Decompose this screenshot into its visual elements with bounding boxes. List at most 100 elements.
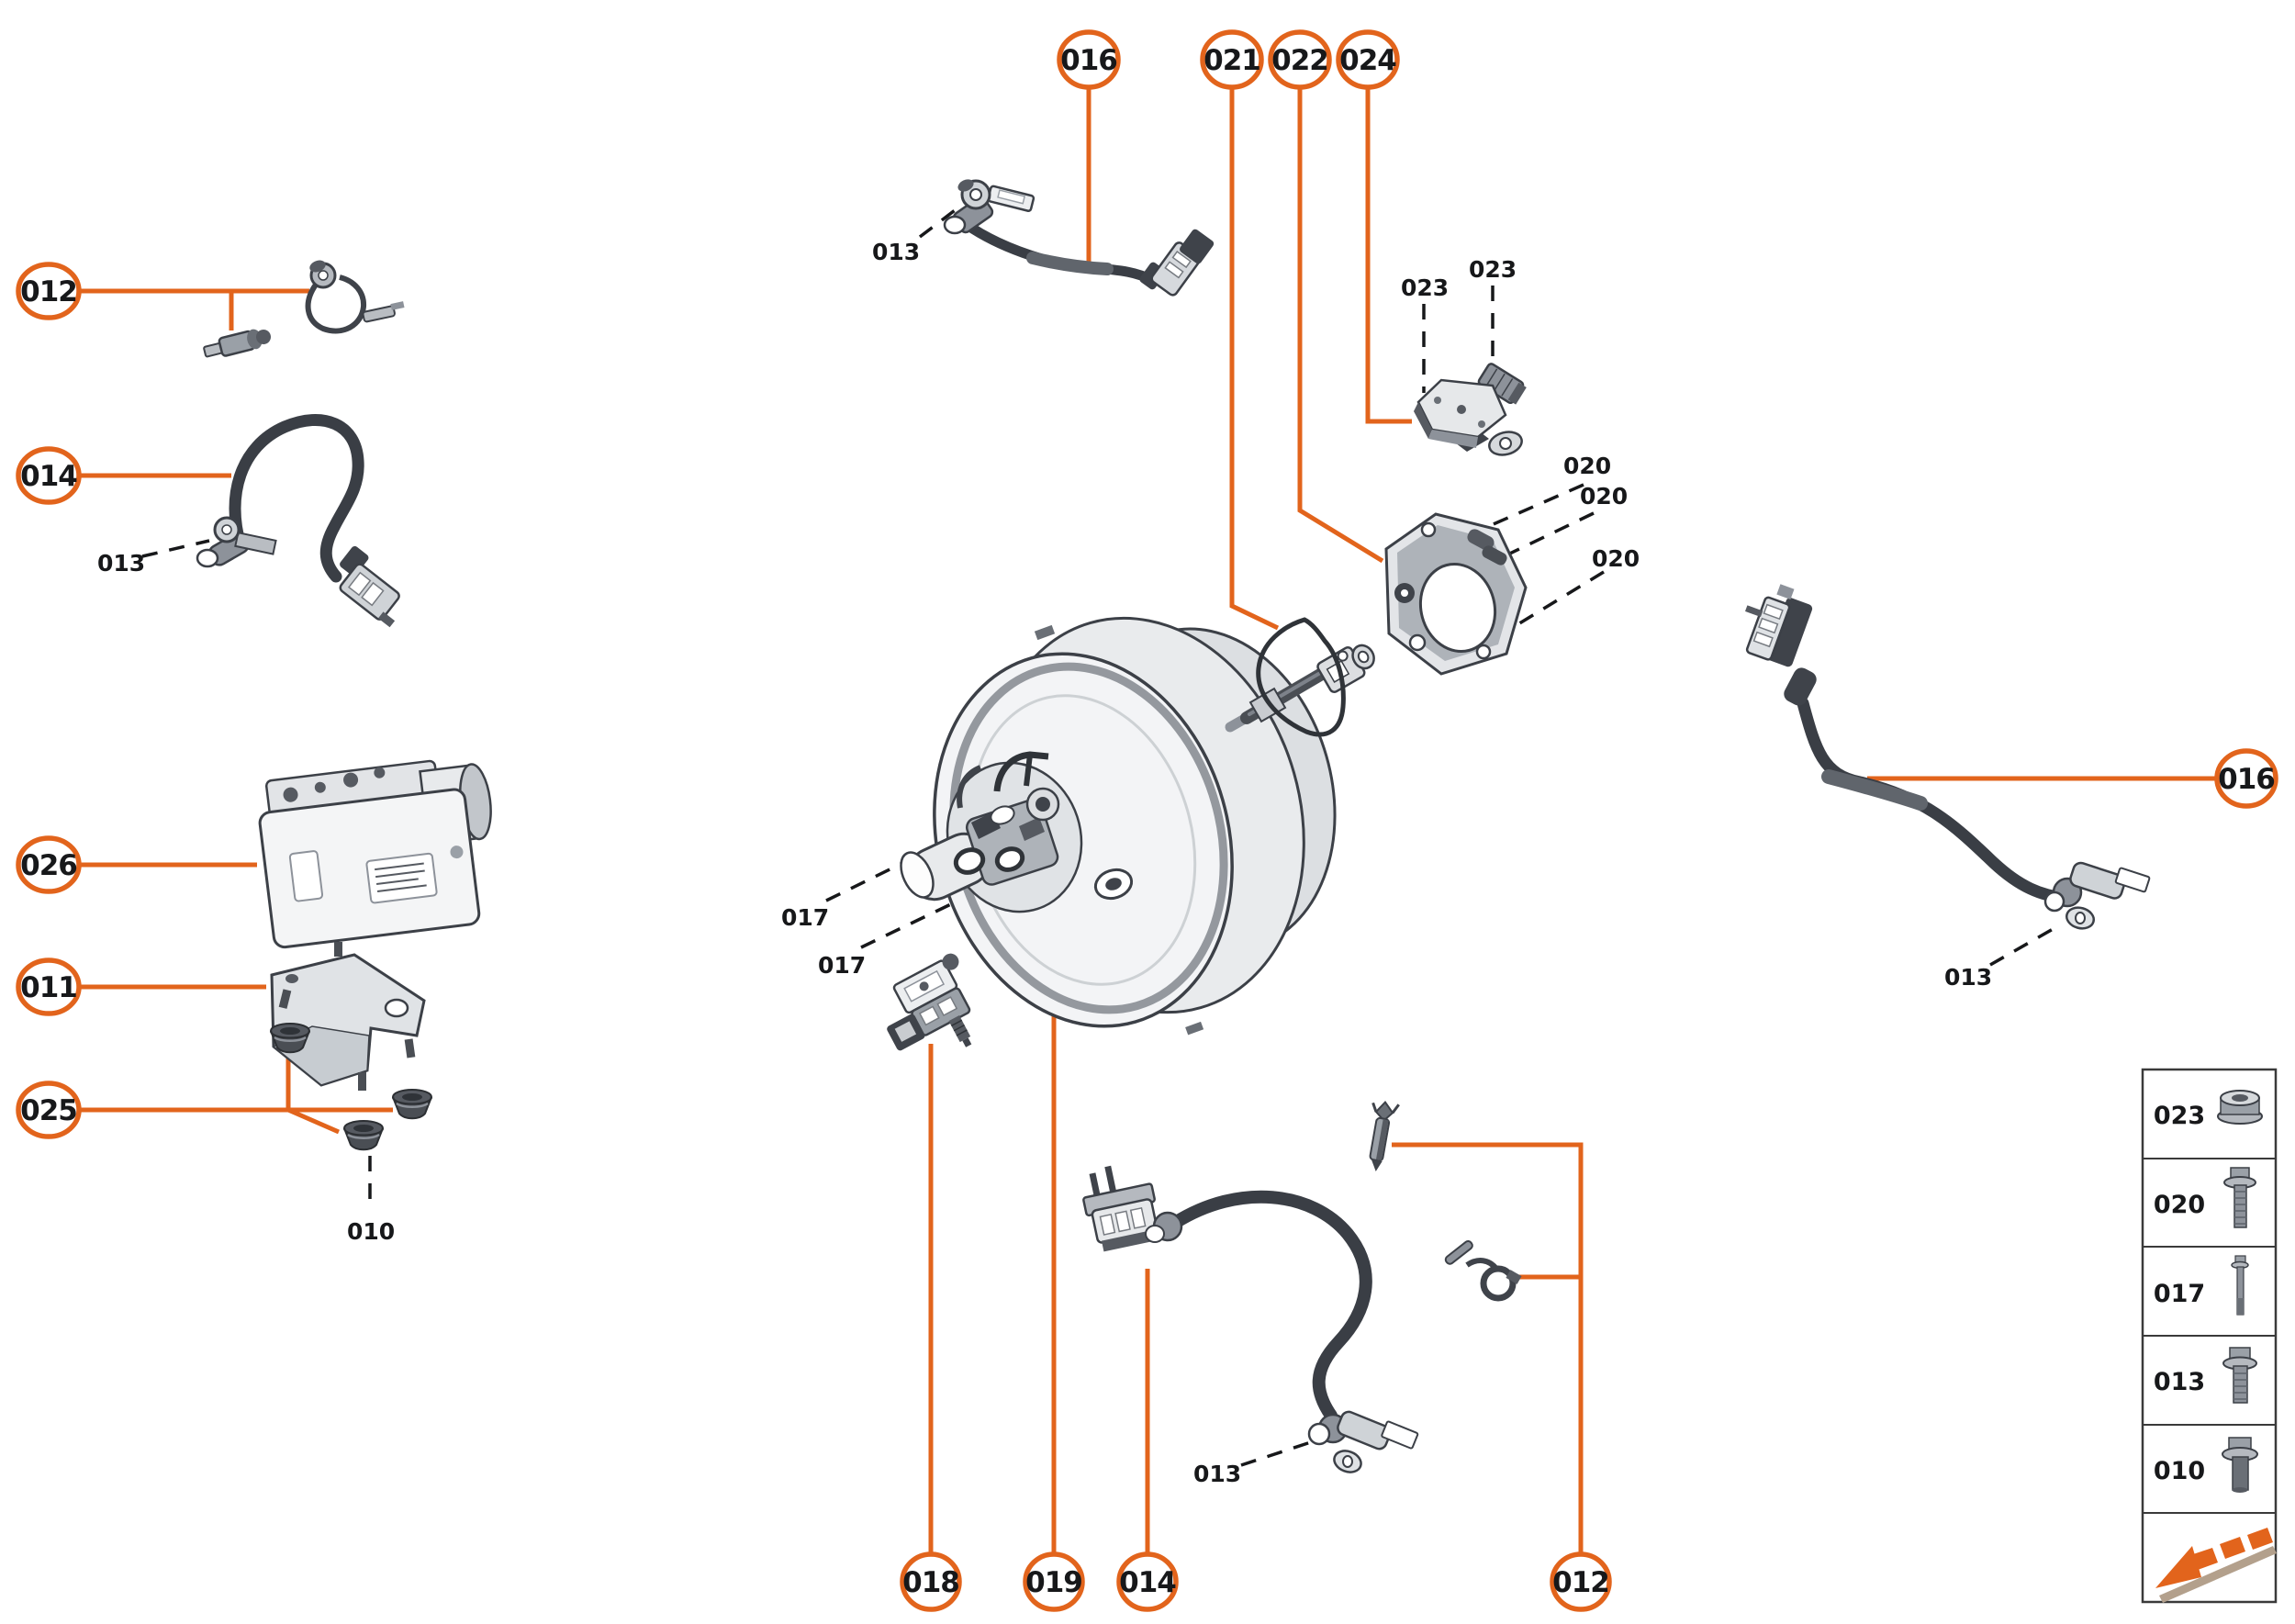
legend-row-013: 013 [2154,1347,2257,1404]
orange-leader-lines [79,87,2217,1553]
leader-025 [79,1056,393,1135]
callout-014-bottom[interactable]: 014 [1116,1551,1179,1612]
gasket-plate-illustration [1384,512,1528,676]
legend-row-020: 020 [2154,1167,2256,1228]
label-020-c: 020 [1592,545,1640,572]
legend-label: 020 [2154,1191,2205,1219]
legend-row-dividers [2143,1158,2276,1514]
callout-label: 018 [902,1566,959,1599]
callout-circle [16,446,82,505]
callout-024[interactable]: 024 [1336,29,1400,90]
legend-row-017: 017 [2154,1255,2249,1316]
stud-bolt-thin-icon [2231,1255,2249,1316]
abs-sensor-cable-left-illustration [196,414,400,628]
abs-sensor-cable-bottom-illustration [1082,1165,1419,1473]
label-013-left: 013 [97,550,145,577]
leader-012-left [79,288,309,330]
legend-row-010: 010 [2154,1437,2258,1493]
sensor-clip-012-illustration [305,260,405,334]
callout-016-top[interactable]: 016 [1057,29,1121,90]
label-013-top: 013 [872,239,920,265]
legend-label: 023 [2154,1102,2205,1130]
dashed-013-left [141,539,210,558]
dashed-020-a [1480,483,1584,532]
flange-bolt-long-icon [2223,1167,2256,1228]
flange-bolt-short-icon [2222,1437,2258,1493]
pin-sensor-012-illustration [203,329,272,358]
legend-row-023: 023 [2154,1090,2263,1130]
part-number-labels: 013 013 013 013 017 017 023 023 020 020 … [97,239,1992,1487]
callout-label: 014 [1119,1566,1176,1599]
callout-022[interactable]: 022 [1268,29,1332,90]
callout-025[interactable]: 025 [16,1081,82,1139]
leader-012-bottom [1392,1142,1584,1553]
callout-label: 021 [1203,44,1260,77]
callout-circle [900,1551,962,1612]
abs-sensor-cable-right-illustration [1745,584,2151,930]
callout-012-bottom[interactable]: 012 [1550,1551,1612,1612]
leader-022 [1297,87,1384,564]
fastener-legend: 023 020 017 [2141,1068,2278,1604]
label-020-a: 020 [1563,453,1611,479]
dashed-013-bottom [1240,1437,1323,1467]
abs-module-illustration [258,759,492,949]
callout-circle [1116,1551,1179,1612]
direction-arrow-icon [2155,1528,2277,1603]
legend-label: 013 [2154,1368,2205,1396]
callout-label: 024 [1339,44,1396,77]
dashed-017-b [860,900,957,949]
callout-label: 016 [2218,763,2275,796]
callout-circle [16,1081,82,1139]
callout-label: 022 [1271,44,1328,77]
valve-018-illustration [887,953,972,1051]
callout-026[interactable]: 026 [16,835,82,894]
bracket-illustration [270,942,426,1091]
callout-016-right[interactable]: 016 [2214,748,2278,809]
label-023-b: 023 [1469,256,1517,283]
callout-label: 014 [20,460,77,493]
callout-label: 012 [20,275,77,308]
label-017-b: 017 [818,952,866,979]
label-013-bottom: 013 [1193,1461,1241,1487]
label-013-right: 013 [1944,964,1992,991]
label-010: 010 [347,1218,395,1245]
callout-circle [1057,29,1121,90]
abs-sensor-cable-top-illustration [943,179,1215,297]
brake-booster-illustration [900,616,1375,1036]
cable-clip-pin-illustration [1369,1101,1400,1171]
callout-label: 026 [20,849,77,882]
dashed-020-b [1494,511,1595,563]
callout-circle [16,958,82,1016]
pushrod-retainer-wire [1256,617,1346,737]
dashed-013-top [918,197,971,239]
grommet-1 [270,1023,310,1054]
callout-011[interactable]: 011 [16,958,82,1016]
callout-circle [16,835,82,894]
callout-bubbles: 012 014 026 011 025 016 021 022 [16,29,2278,1612]
legend-label: 010 [2154,1457,2205,1485]
callout-circle [1200,29,1264,90]
callout-label: 011 [20,971,77,1004]
leader-021 [1229,87,1280,631]
callout-label: 025 [20,1094,77,1127]
grommet-2 [392,1089,432,1120]
callout-label: 019 [1025,1566,1082,1599]
grommet-3 [343,1120,384,1151]
callout-018[interactable]: 018 [900,1551,962,1612]
legend-label: 017 [2154,1280,2205,1308]
yaw-sensor-illustration [1414,363,1527,456]
callout-circle [16,262,82,320]
flange-nut-icon [2217,1090,2263,1125]
label-023-a: 023 [1401,274,1449,301]
callout-circle [1023,1551,1085,1612]
callout-021[interactable]: 021 [1200,29,1264,90]
callout-label: 016 [1060,44,1117,77]
callout-012-left[interactable]: 012 [16,262,82,320]
callout-014-left[interactable]: 014 [16,446,82,505]
leader-024 [1365,87,1412,424]
cable-clip-eyelet-illustration [1444,1239,1522,1302]
flange-bolt-icon [2222,1347,2257,1404]
callout-019[interactable]: 019 [1023,1551,1085,1612]
